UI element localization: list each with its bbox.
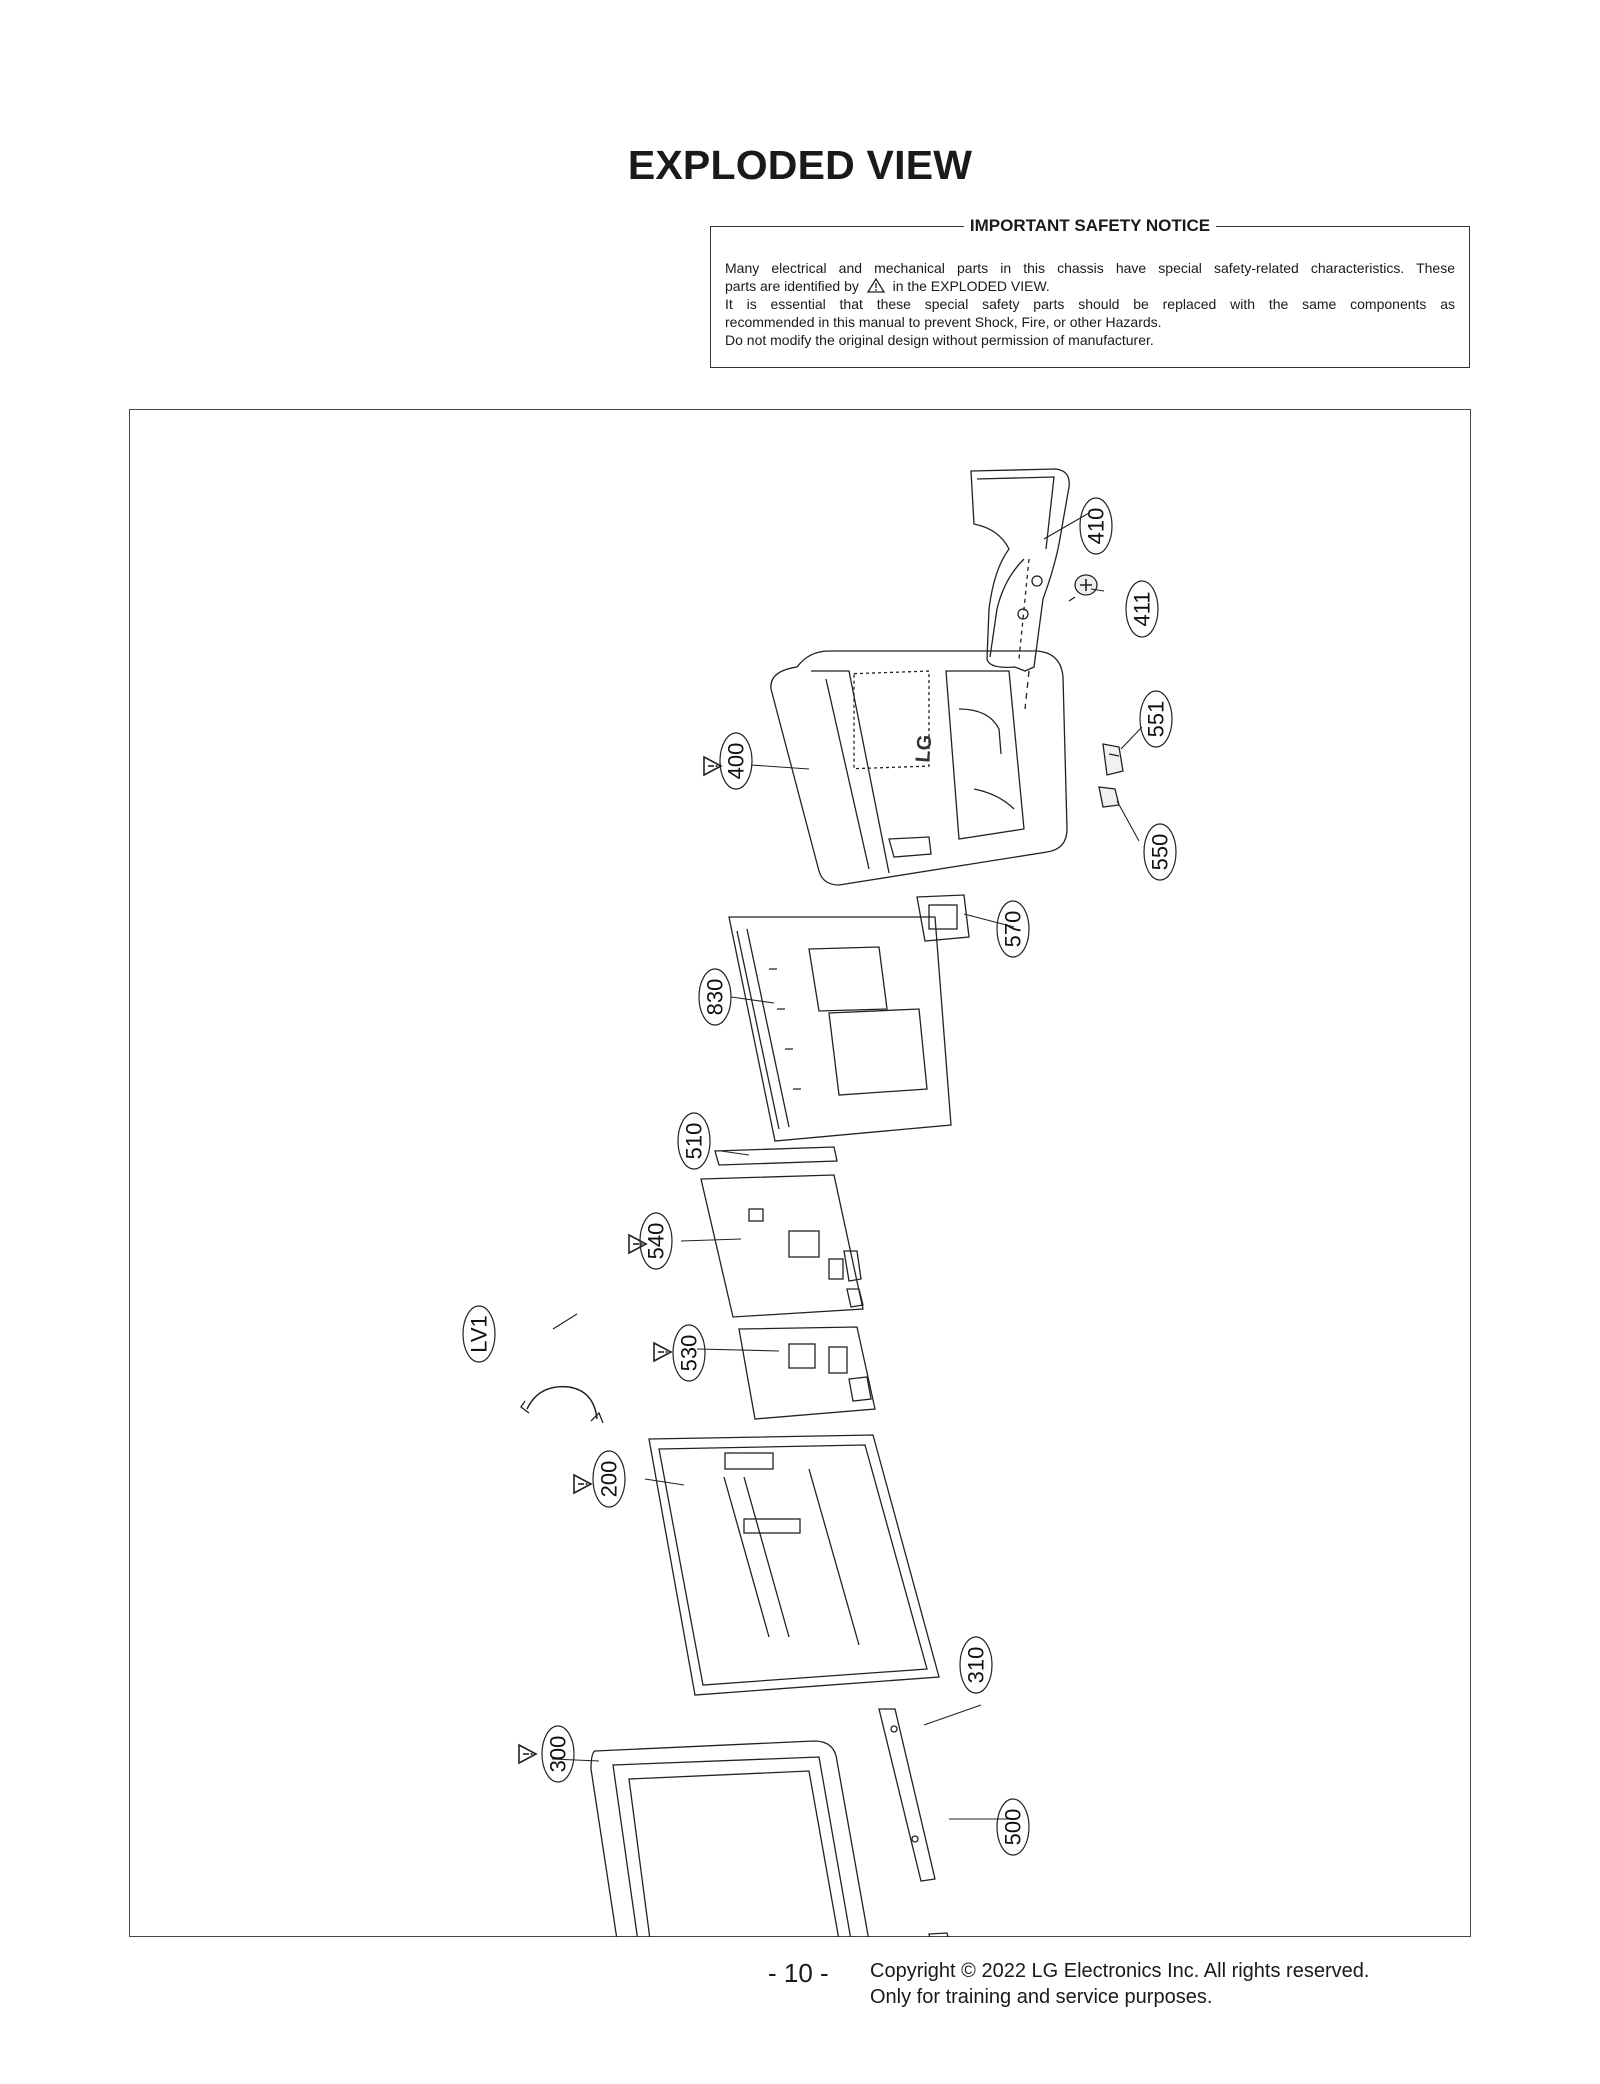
- safety-notice-body: Many electrical and mechanical parts in …: [725, 259, 1455, 349]
- notice-line-2-end: in the EXPLODED VIEW.: [892, 278, 1050, 294]
- copyright-text: Copyright © 2022 LG Electronics Inc. All…: [870, 1960, 1370, 1982]
- safety-notice-box: IMPORTANT SAFETY NOTICE Many electrical …: [710, 216, 1470, 368]
- notice-line-4: recommended in this manual to prevent Sh…: [725, 314, 1162, 330]
- notice-line-2-start: parts are identified by: [725, 278, 859, 294]
- notice-line-3: It is essential that these special safet…: [725, 296, 1455, 312]
- warning-triangle-icon: [866, 278, 885, 293]
- usage-text: Only for training and service purposes.: [870, 1986, 1213, 2008]
- part-830-shield: [728, 916, 952, 1142]
- warning-triangle-icon: [518, 1744, 537, 1764]
- exploded-diagram: LG: [462, 468, 1177, 1937]
- part-551-bracket: [1102, 743, 1124, 776]
- part-label-530: 530: [677, 1335, 702, 1372]
- part-200-lcd-module: [648, 1434, 940, 1696]
- part-label-ovals: [462, 497, 1177, 1856]
- footer-copyright: Copyright © 2022 LG Electronics Inc. All…: [870, 1958, 1369, 2010]
- part-411-screw: [1068, 574, 1098, 602]
- part-label-830: 830: [703, 979, 728, 1016]
- part-550-bracket: [1098, 786, 1120, 808]
- part-label-410: 410: [1084, 508, 1109, 545]
- part-500-small-part: [928, 1932, 949, 1937]
- part-label-551: 551: [1144, 701, 1169, 738]
- warning-triangle-icon: [703, 756, 722, 776]
- part-label-500: 500: [1001, 1809, 1026, 1846]
- page-number: - 10 -: [768, 1958, 829, 1988]
- part-400-back-cover: LG: [770, 650, 1068, 886]
- part-label-200: 200: [597, 1461, 622, 1498]
- part-LV1-cable: [520, 1385, 604, 1424]
- leader-lines: [551, 512, 1143, 1820]
- part-530-power-board: [738, 1326, 876, 1420]
- part-label-400: 400: [724, 743, 749, 780]
- notice-line-2: parts are identified by in the EXPLODED …: [725, 277, 1455, 295]
- lg-logo: LG: [912, 734, 936, 764]
- safety-notice-title-wrap: IMPORTANT SAFETY NOTICE: [711, 216, 1469, 236]
- part-label-570: 570: [1001, 911, 1026, 948]
- diagram-frame: [129, 409, 1471, 1937]
- warning-triangle-icon: [573, 1474, 592, 1494]
- notice-line-5: Do not modify the original design withou…: [725, 332, 1154, 348]
- part-label-300: 300: [546, 1736, 571, 1773]
- part-410-stand-cover: [970, 468, 1070, 710]
- part-540-main-board: [700, 1174, 864, 1318]
- part-label-550: 550: [1148, 834, 1173, 871]
- part-300-front-frame: [590, 1740, 869, 1937]
- part-label-540: 540: [644, 1223, 669, 1260]
- part-570-board: [916, 894, 970, 942]
- notice-line-1: Many electrical and mechanical parts in …: [725, 260, 1455, 276]
- part-label-411: 411: [1130, 591, 1155, 626]
- page-title: EXPLODED VIEW: [627, 142, 973, 188]
- part-510-board: [714, 1146, 838, 1166]
- part-label-LV1: LV1: [467, 1315, 492, 1353]
- part-310-bracket: [878, 1708, 936, 1882]
- part-label-310: 310: [964, 1647, 989, 1684]
- part-label-510: 510: [682, 1123, 707, 1160]
- warning-triangle-icon: [653, 1342, 672, 1362]
- safety-notice-title: IMPORTANT SAFETY NOTICE: [963, 216, 1217, 235]
